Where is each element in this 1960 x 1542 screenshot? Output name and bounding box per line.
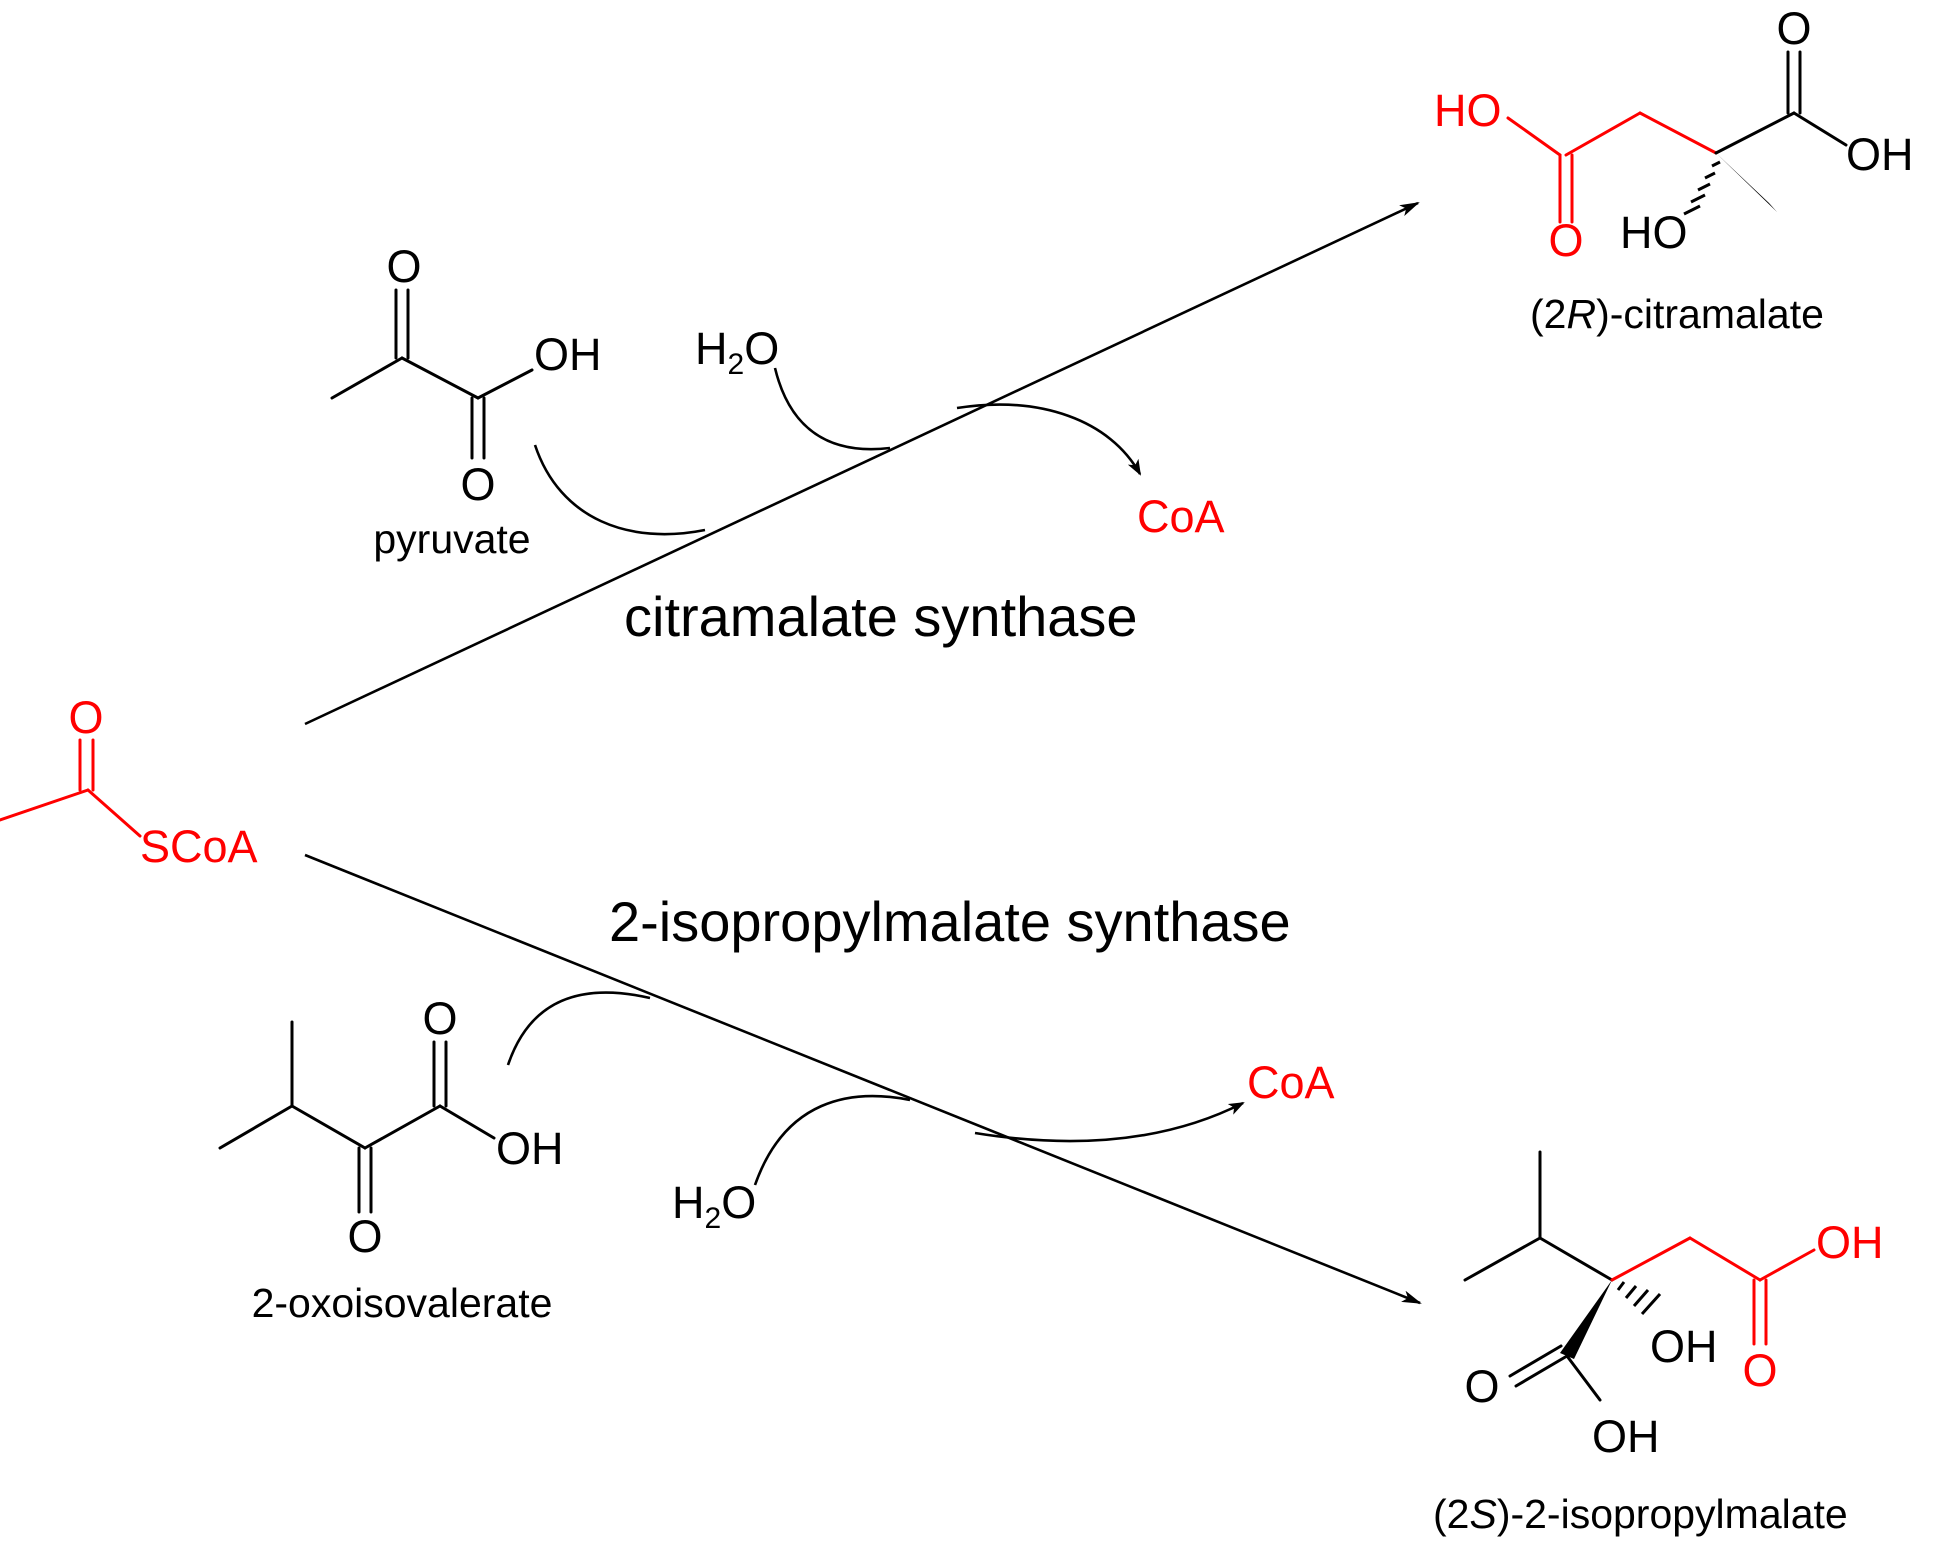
citramalate-right-hydroxyl: OH xyxy=(1846,129,1914,180)
svg-text:H2O: H2O xyxy=(695,323,779,381)
citramalate-left-carbonyl-oxygen: O xyxy=(1548,215,1583,266)
citramalate-tertiary-hydroxyl: HO xyxy=(1620,207,1688,258)
water-lower-subscript: 2 xyxy=(705,1202,722,1235)
citramalate-synthase-label: citramalate synthase xyxy=(624,585,1138,648)
pyruvate-entry-curve xyxy=(533,444,706,536)
pyruvate-structure: O OH O pyruvate xyxy=(330,241,602,562)
svg-text:H2O: H2O xyxy=(672,1177,756,1235)
water-lower-o: O xyxy=(721,1177,756,1228)
acetyl-coa-scoa-label: SCoA xyxy=(140,821,258,872)
water-upper-o: O xyxy=(744,323,779,374)
acetyl-coa-structure: O SCoA xyxy=(0,692,258,872)
water-upper: H2O xyxy=(695,323,779,381)
coa-release-curve-lower xyxy=(974,1101,1245,1143)
water-upper-h: H xyxy=(695,323,728,374)
citramalate-top-carbonyl-oxygen: O xyxy=(1776,3,1811,54)
water-entry-curve-upper xyxy=(773,367,891,451)
citramalate-structure: HO O O OH HO (2R)-citramalate xyxy=(1434,3,1914,337)
coa-upper-label: CoA xyxy=(1137,491,1225,542)
acetyl-coa-oxygen: O xyxy=(68,692,103,743)
oxoisovalerate-hydroxyl: OH xyxy=(496,1123,564,1174)
isopropylmalate-structure: OH O OH O OH (2S)-2-isopropylmalate xyxy=(1433,1150,1884,1537)
coa-release-curve-upper xyxy=(956,403,1142,476)
water-upper-subscript: 2 xyxy=(728,348,745,381)
isopropylmalate-carbonyl-oxygen-left: O xyxy=(1464,1361,1499,1412)
isopropylmalate-tertiary-hydroxyl: OH xyxy=(1650,1321,1718,1372)
citramalate-left-hydroxyl: HO xyxy=(1434,85,1502,136)
pyruvate-label: pyruvate xyxy=(373,516,530,562)
oxoisovalerate-keto-oxygen: O xyxy=(347,1211,382,1262)
oxoisovalerate-carbonyl-oxygen: O xyxy=(422,993,457,1044)
isopropylmalate-carbonyl-oxygen-right: O xyxy=(1742,1345,1777,1396)
oxoisovalerate-label: 2-oxoisovalerate xyxy=(252,1280,553,1326)
citramalate-synthase-arrow xyxy=(304,201,1420,726)
water-lower-h: H xyxy=(672,1177,705,1228)
pyruvate-keto-oxygen: O xyxy=(386,241,421,292)
isopropylmalate-top-hydroxyl: OH xyxy=(1816,1217,1884,1268)
citramalate-label: (2R)-citramalate xyxy=(1530,291,1824,337)
isopropylmalate-synthase-label: 2-isopropylmalate synthase xyxy=(609,890,1291,953)
isopropylmalate-label: (2S)-2-isopropylmalate xyxy=(1433,1491,1848,1537)
pyruvate-carbonyl-oxygen: O xyxy=(460,459,495,510)
isopropylmalate-bottom-hydroxyl: OH xyxy=(1592,1411,1660,1462)
coa-lower-label: CoA xyxy=(1247,1057,1335,1108)
isopropylmalate-synthase-arrow xyxy=(304,853,1422,1305)
oxoisovalerate-structure: O OH O 2-oxoisovalerate xyxy=(218,993,564,1326)
water-lower: H2O xyxy=(672,1177,756,1235)
water-entry-curve-lower xyxy=(753,1094,911,1186)
oxoisovalerate-entry-curve xyxy=(506,991,651,1066)
pyruvate-hydroxyl: OH xyxy=(534,329,602,380)
